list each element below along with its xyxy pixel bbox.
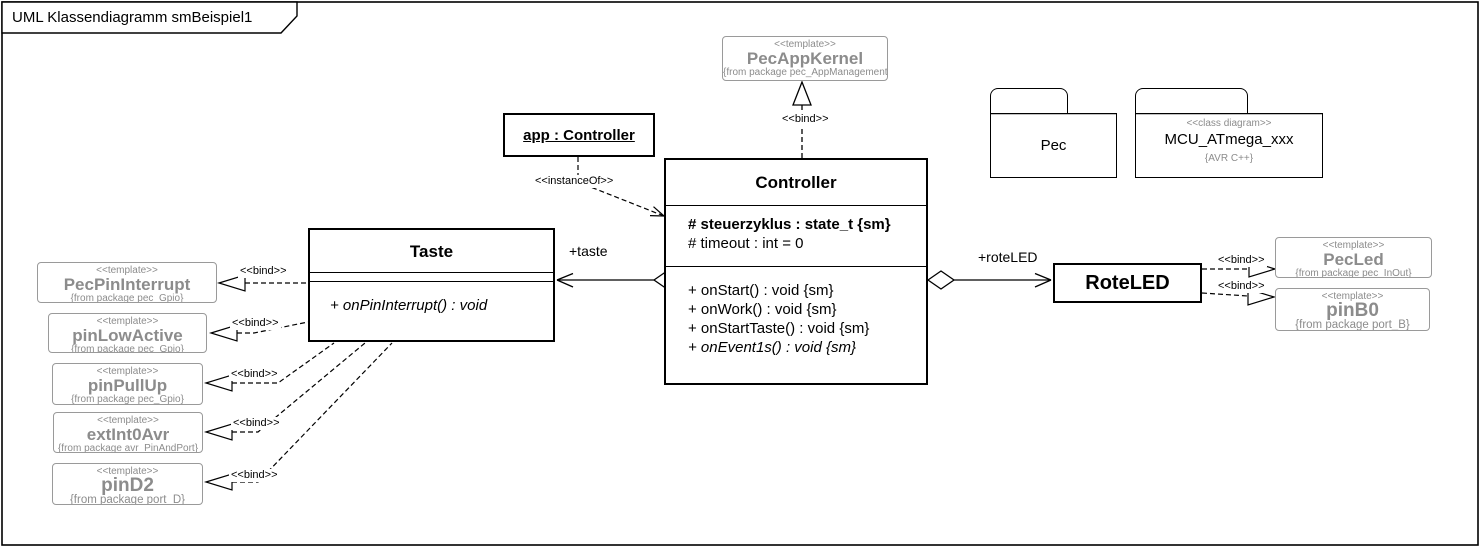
attribute-row: # timeout : int = 0: [688, 235, 804, 252]
bind-label: <<bind>>: [238, 265, 289, 278]
operations-compartment: + onPinInterrupt() : void: [310, 282, 553, 315]
stereotype-label: <<template>>: [1321, 291, 1384, 302]
from-package-label: {from package port_D}: [69, 494, 186, 505]
bind-label: <<bind>>: [231, 417, 282, 430]
bind-label: <<bind>>: [780, 113, 831, 126]
from-package-label: {from package pec_Gpio}: [71, 344, 184, 353]
bind-label: <<bind>>: [1216, 254, 1267, 267]
stereotype-label: <<template>>: [96, 265, 158, 276]
stereotype-label: <<template>>: [97, 415, 159, 426]
operations-compartment: + onStart() : void {sm} + onWork() : voi…: [666, 267, 926, 357]
bind-label: <<bind>>: [1216, 280, 1267, 293]
attributes-compartment: [310, 273, 553, 282]
stereotype-label: <<template>>: [774, 39, 836, 50]
from-package-label: {from package avr_PinAndPort}: [57, 443, 199, 453]
template-node-pin-low-active[interactable]: <<template>> pinLowActive {from package …: [48, 313, 207, 353]
frame-name-tab: [1, 1, 298, 34]
operation-row: + onPinInterrupt() : void: [330, 297, 488, 314]
class-name: RoteLED: [1085, 272, 1170, 294]
template-node-pin-b0[interactable]: <<template>> pinB0 {from package port_B}: [1275, 288, 1430, 331]
class-node-taste[interactable]: Taste + onPinInterrupt() : void: [308, 228, 555, 342]
instance-node-app-controller[interactable]: app : Controller: [503, 113, 655, 157]
class-node-controller[interactable]: Controller # steuerzyklus : state_t {sm}…: [664, 158, 928, 385]
attributes-compartment: # steuerzyklus : state_t {sm} # timeout …: [666, 206, 926, 266]
stereotype-label: <<template>>: [1322, 240, 1385, 251]
operation-row: + onWork() : void {sm}: [688, 301, 837, 318]
stereotype-label: <<template>>: [96, 316, 159, 327]
template-node-pin-d2[interactable]: <<template>> pinD2 {from package port_D}: [52, 463, 203, 505]
operation-row: + onStartTaste() : void {sm}: [688, 320, 870, 337]
roteled-association-edge[interactable]: [926, 270, 1052, 290]
operation-row: + onEvent1s() : void {sm}: [688, 339, 857, 356]
template-name: extInt0Avr: [86, 425, 170, 444]
package-name: Pec: [1040, 137, 1067, 154]
from-package-label: {from package pec_InOut}: [1295, 268, 1412, 278]
package-node-mcu-atmega[interactable]: <<class diagram>> MCU_ATmega_xxx {AVR C+…: [1135, 113, 1323, 178]
package-tab-divider: [991, 114, 1116, 115]
template-node-pec-pin-interrupt[interactable]: <<template>> PecPinInterrupt {from packa…: [37, 262, 217, 303]
package-tag-label: {AVR C++}: [1204, 153, 1254, 164]
template-node-pec-app-kernel[interactable]: <<template>> PecAppKernel {from package …: [722, 36, 888, 81]
template-name: pinLowActive: [72, 326, 183, 345]
package-tab-mcu: [1135, 88, 1248, 114]
bind-label: <<bind>>: [230, 317, 281, 330]
roteled-role-label: +roteLED: [976, 249, 1040, 265]
bind-edge-ext-int0-avr[interactable]: [203, 342, 366, 441]
class-node-rote-led[interactable]: RoteLED: [1053, 263, 1202, 303]
stereotype-label: <<template>>: [96, 366, 159, 377]
operation-row: + onStart() : void {sm}: [688, 282, 834, 299]
bind-label: <<bind>>: [229, 469, 280, 482]
class-name: Controller: [666, 160, 926, 206]
instanceof-label: <<instanceOf>>: [533, 175, 616, 188]
attribute-row: # steuerzyklus : state_t {sm}: [688, 216, 891, 233]
bind-edge-pec-pin-interrupt[interactable]: [216, 274, 308, 292]
from-package-label: {from package port_B}: [1295, 319, 1410, 331]
taste-association-edge[interactable]: [556, 270, 682, 290]
package-name: MCU_ATmega_xxx: [1164, 131, 1294, 148]
frame-title: UML Klassendiagramm smBeispiel1: [12, 9, 253, 26]
compartment-separator: [666, 266, 926, 267]
template-node-ext-int0-avr[interactable]: <<template>> extInt0Avr {from package av…: [53, 412, 203, 453]
template-name: PecPinInterrupt: [63, 275, 191, 294]
diagram-frame: [1, 1, 1479, 546]
template-name: PecAppKernel: [746, 49, 864, 68]
package-tab-pec: [990, 88, 1068, 114]
bind-edge-pin-d2[interactable]: [203, 342, 393, 491]
template-name: pinPullUp: [87, 376, 168, 395]
template-name: PecLed: [1323, 250, 1384, 269]
bind-edge-pin-b0[interactable]: [1201, 288, 1277, 306]
template-node-pec-led[interactable]: <<template>> PecLed {from package pec_In…: [1275, 237, 1432, 278]
taste-role-label: +taste: [567, 243, 610, 259]
stereotype-label: <<template>>: [96, 466, 159, 477]
template-name: pinB0: [1326, 300, 1379, 321]
from-package-label: {from package pec_AppManagement}: [723, 67, 888, 78]
instance-name: app : Controller: [523, 126, 635, 144]
class-name: Taste: [310, 230, 553, 273]
package-tab-divider: [1136, 114, 1322, 115]
stereotype-label: <<class diagram>>: [1186, 118, 1272, 129]
package-node-pec[interactable]: Pec: [990, 113, 1117, 178]
bind-label: <<bind>>: [229, 368, 280, 381]
from-package-label: {from package pec_Gpio}: [70, 293, 184, 303]
bind-edge-pin-pull-up[interactable]: [203, 342, 335, 392]
template-name: pinD2: [101, 475, 154, 496]
template-node-pin-pull-up[interactable]: <<template>> pinPullUp {from package pec…: [52, 363, 203, 405]
from-package-label: {from package pec_Gpio}: [71, 394, 184, 405]
